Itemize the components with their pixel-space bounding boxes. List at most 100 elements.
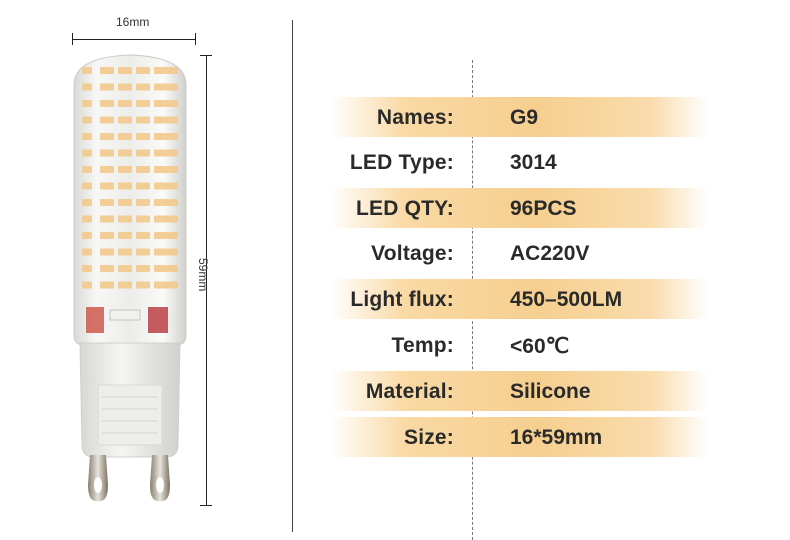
led-chip [118,83,132,91]
led-chip [136,83,150,91]
spec-label: LED Type: [349,151,454,174]
led-chip [118,281,132,289]
led-chip [136,100,150,107]
led-chip [100,281,114,289]
led-chip [154,182,168,190]
led-chip [100,199,114,206]
led-chip [136,199,150,206]
spec-label: Names: [376,106,454,129]
led-chip [168,215,178,223]
led-chip [168,83,178,91]
spec-row: Temp: <60℃ [330,325,708,365]
led-chip [154,149,168,157]
led-chip [168,133,178,140]
led-chip [118,199,132,206]
spec-row: Size: 16*59mm [330,417,708,457]
led-chip [118,149,132,157]
led-chip [82,83,92,91]
led-chip [168,149,178,157]
spec-row: Names: G9 [330,97,708,137]
led-chip [154,232,168,239]
led-chip [118,116,132,124]
led-chip [168,248,178,256]
spec-value: AC220V [510,242,590,265]
spec-value: 96PCS [510,197,577,220]
led-chip [82,281,92,289]
led-chip [82,265,92,272]
led-chip [100,100,114,107]
spec-row: Voltage: AC220V [330,233,708,273]
led-chip [136,182,150,190]
spec-row: Material: Silicone [330,371,708,411]
led-chip [136,265,150,272]
spec-row: LED QTY: 96PCS [330,188,708,228]
spec-row: Light flux: 450–500LM [330,279,708,319]
spec-label: Voltage: [371,242,454,265]
led-chip [82,215,92,223]
spec-value: 450–500LM [510,288,623,311]
led-chip [154,248,168,256]
spec-label: Size: [403,426,454,449]
led-chip [82,248,92,256]
led-chip [100,149,114,157]
led-chip [100,166,114,173]
led-chip [100,232,114,239]
dim-height-line [206,55,207,506]
led-chip [154,67,168,74]
led-chip [118,182,132,190]
led-chip [168,232,178,239]
led-chip [136,248,150,256]
led-chip [168,281,178,289]
led-chip [100,133,114,140]
dim-width-line [72,39,196,40]
spec-label: Temp: [391,334,454,357]
led-chip [100,67,114,74]
led-chip [100,248,114,256]
spec-value: <60℃ [510,335,570,358]
led-chip [82,67,92,74]
led-chip [136,67,150,74]
led-chip [136,133,150,140]
spec-label: LED QTY: [355,197,454,220]
led-chip [82,100,92,107]
led-chip [118,265,132,272]
led-chip [82,232,92,239]
led-chip [118,248,132,256]
led-chip [118,133,132,140]
spec-label: Material: [365,380,454,403]
spec-value: 3014 [510,151,557,174]
led-chip [82,182,92,190]
led-chip [136,116,150,124]
led-chip [154,116,168,124]
led-chip [136,232,150,239]
led-chip [154,199,168,206]
led-chip [100,83,114,91]
spec-value: G9 [510,106,539,129]
led-chip [118,166,132,173]
led-chip [82,149,92,157]
spec-value: 16*59mm [510,426,603,449]
led-chip [168,100,178,107]
led-chip [168,199,178,206]
led-chip [136,166,150,173]
led-chip [168,182,178,190]
vertical-divider [292,20,293,532]
spec-row: LED Type: 3014 [330,142,708,182]
led-chip [168,166,178,173]
led-chip [154,281,168,289]
led-chip [100,182,114,190]
spec-label: Light flux: [350,288,454,311]
led-chip [82,166,92,173]
led-chip [154,133,168,140]
led-chip [168,265,178,272]
led-chip [118,232,132,239]
spec-value: Silicone [510,380,591,403]
led-chip [118,100,132,107]
led-chip [154,166,168,173]
led-chip [154,83,168,91]
led-chip [168,67,178,74]
dim-width-label: 16mm [116,15,150,29]
led-chip [100,215,114,223]
led-chip [82,199,92,206]
led-chip [154,265,168,272]
